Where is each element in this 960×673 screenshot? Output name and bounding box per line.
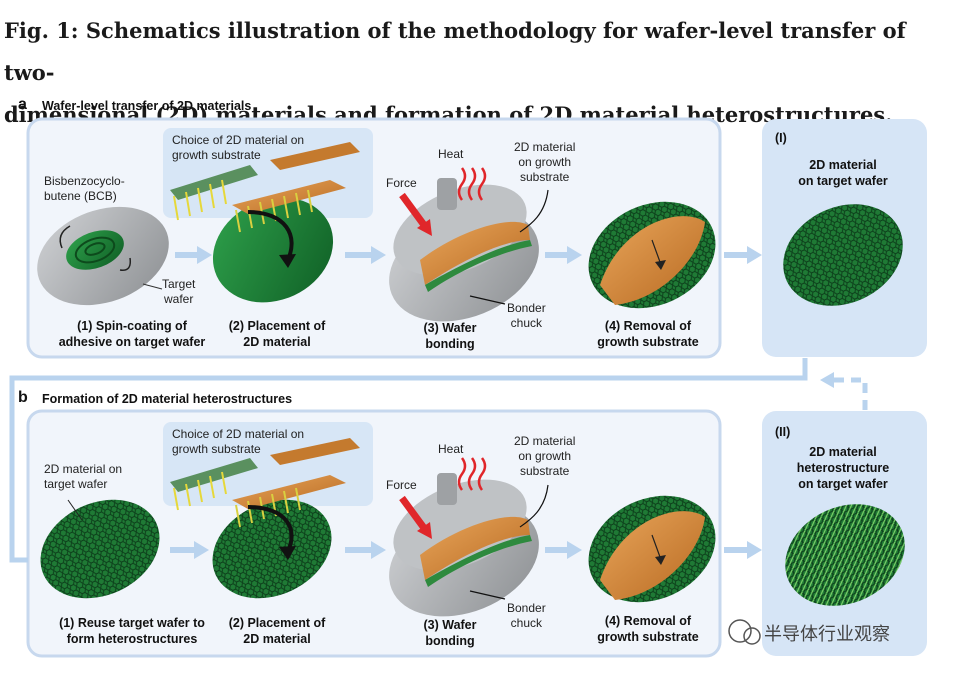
- target-wafer-label: Target wafer: [162, 277, 196, 306]
- panel-a-letter: a: [18, 96, 27, 113]
- step-b2-caption: (2) Placement of 2D material: [228, 616, 326, 646]
- watermark-icon: [728, 619, 752, 643]
- dashed-connector: [830, 377, 868, 410]
- loop-connector: [9, 358, 808, 563]
- bcb-droplet: [66, 230, 124, 270]
- step-b3-caption: (3) Wafer bonding: [423, 618, 477, 648]
- choice-label-a: Choice of 2D material on growth substrat…: [172, 133, 305, 162]
- step-b4-caption: (4) Removal of growth substrate: [597, 614, 699, 644]
- material-growth-label-b: 2D material on growth substrate: [514, 434, 576, 478]
- bonder-chuck-label-a: Bonder chuck: [507, 301, 546, 330]
- result-i-number: (I): [775, 131, 787, 145]
- choice-label-b: Choice of 2D material on growth substrat…: [172, 427, 305, 456]
- dashed-arrowhead: [820, 372, 834, 388]
- step-a1-caption: (1) Spin-coating of adhesive on target w…: [58, 319, 206, 349]
- bonder-chuck-label-b: Bonder chuck: [507, 601, 546, 630]
- step-a2-caption: (2) Placement of 2D material: [228, 319, 326, 349]
- heat-waves-a: [457, 167, 487, 201]
- bcb-label: Bisbenzocyclo- butene (BCB): [44, 174, 125, 203]
- result-i-caption: 2D material on target wafer: [798, 158, 888, 188]
- result-wafer-i: [783, 204, 903, 306]
- heat-waves-b: [457, 457, 487, 491]
- material-on-target-label: 2D material on target wafer: [44, 462, 123, 491]
- result-ii-number: (II): [775, 425, 791, 439]
- panel-b-heading: Formation of 2D material heterostructure…: [42, 392, 293, 406]
- panel-b-letter: b: [18, 389, 28, 406]
- figure-title-line-1: Fig. 1: Schematics illustration of the m…: [4, 18, 906, 85]
- step-b1-caption: (1) Reuse target wafer to form heterostr…: [59, 616, 205, 646]
- force-arrow-b: [399, 495, 427, 531]
- figure-title: Fig. 1: Schematics illustration of the m…: [4, 10, 954, 136]
- result-ii-caption: 2D material heterostructure on target wa…: [796, 445, 890, 491]
- wafer-b1: [40, 499, 160, 599]
- green-wafer-a2: [212, 197, 334, 303]
- result-wafer-ii: [785, 504, 905, 606]
- panel-a-heading: Wafer-level transfer of 2D materials: [42, 99, 252, 113]
- force-arrow-a: [399, 192, 427, 228]
- wafer-b2: [212, 499, 332, 599]
- heat-label-a: Heat: [438, 147, 464, 161]
- force-label-a: Force: [386, 176, 417, 190]
- force-label-b: Force: [386, 478, 417, 492]
- watermark-text: 半导体行业观察: [764, 624, 890, 644]
- material-growth-label-a: 2D material on growth substrate: [514, 140, 576, 184]
- step-a3-caption: (3) Wafer bonding: [423, 321, 477, 351]
- heat-label-b: Heat: [438, 442, 464, 456]
- step-a4-caption: (4) Removal of growth substrate: [597, 319, 699, 349]
